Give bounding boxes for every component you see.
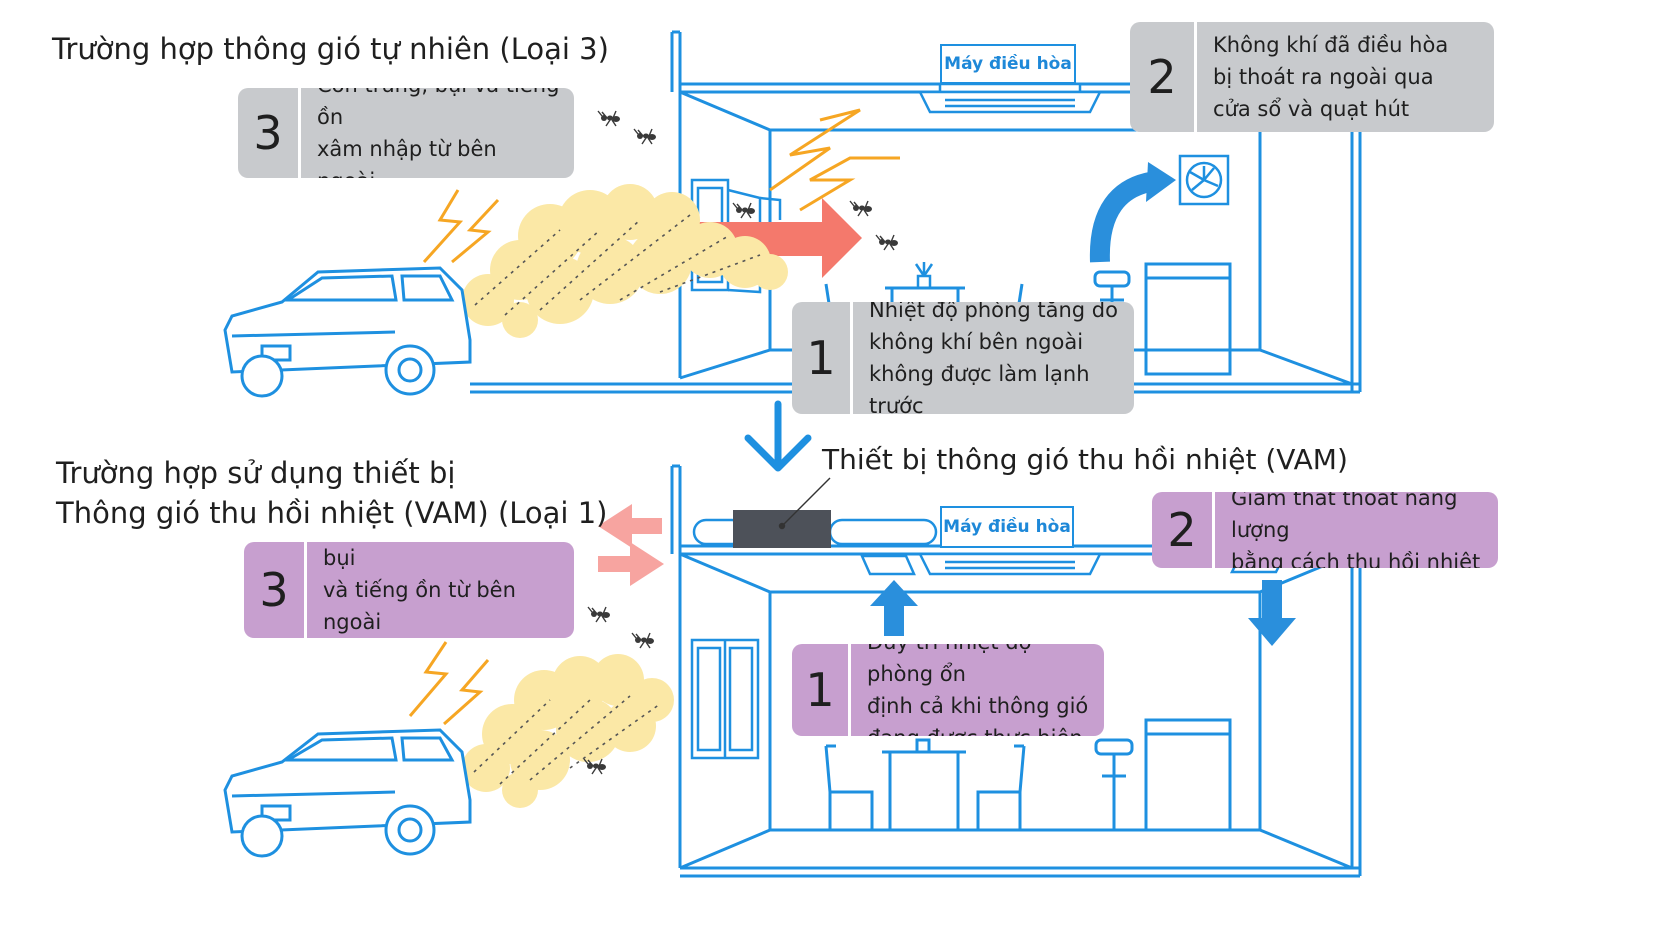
table-icon — [882, 738, 966, 830]
bottom-callout-3: 3 Ngăn côn trùng, khói bụi và tiếng ồn t… — [244, 542, 574, 638]
top-callout-1: 1 Nhiệt độ phòng tăng do không khí bên n… — [792, 302, 1134, 414]
dust-cloud-icon — [462, 184, 788, 338]
top-callout-2: 2 Không khí đã điều hòa bị thoát ra ngoà… — [1130, 22, 1494, 132]
top-ac-label: Máy điều hòa — [940, 44, 1076, 84]
car-icon — [223, 266, 472, 398]
cabinet-icon — [1144, 718, 1232, 832]
window-icon — [690, 638, 760, 760]
air-conditioner-icon — [917, 82, 1103, 114]
vam-duct — [692, 518, 938, 546]
vam-device-label: Thiết bị thông gió thu hồi nhiệt (VAM) — [822, 443, 1348, 476]
exhaust-fan-icon — [1178, 154, 1230, 206]
cabinet-icon — [1144, 262, 1232, 376]
exhaust-air-arrow — [1248, 580, 1296, 646]
transition-arrow — [744, 400, 812, 472]
bottom-callout-2: 2 Giảm thất thoát năng lượng bằng cách t… — [1152, 492, 1498, 568]
callout-text: Giảm thất thoát năng lượng bằng cách thu… — [1231, 492, 1481, 568]
dust-cloud-icon — [462, 654, 674, 808]
air-exchange-arrows — [598, 504, 664, 586]
callout-text: Không khí đã điều hòa bị thoát ra ngoài … — [1213, 33, 1449, 121]
supply-air-arrow — [870, 580, 918, 636]
callout-text: Côn trùng, bụi và tiếng ồn xâm nhập từ b… — [317, 88, 559, 178]
exhaust-flow-arrow — [1089, 162, 1176, 263]
stool-icon — [1094, 738, 1134, 832]
device-pointer-line — [778, 477, 831, 530]
air-conditioner-icon — [917, 552, 1103, 576]
callout-number: 2 — [1130, 22, 1197, 132]
lightning-icon — [408, 641, 490, 726]
callout-number: 3 — [244, 542, 307, 638]
callout-text: Nhiệt độ phòng tăng do không khí bên ngo… — [869, 302, 1118, 414]
top-callout-3: 3 Côn trùng, bụi và tiếng ồn xâm nhập từ… — [238, 88, 574, 178]
plant-icon — [914, 262, 934, 290]
car-icon — [223, 728, 472, 858]
callout-number: 1 — [792, 644, 851, 736]
dust-particles — [474, 214, 761, 316]
callout-text: Duy trì nhiệt độ phòng ổn định cả khi th… — [867, 644, 1089, 736]
bottom-callout-1: 1 Duy trì nhiệt độ phòng ổn định cả khi … — [792, 644, 1104, 736]
top-scenario-heading: Trường hợp thông gió tự nhiên (Loại 3) — [52, 32, 609, 66]
callout-text: Ngăn côn trùng, khói bụi và tiếng ồn từ … — [323, 546, 516, 634]
bottom-scenario-heading-line2: Thông gió thu hồi nhiệt (VAM) (Loại 1) — [56, 496, 608, 530]
lightning-icon — [422, 108, 900, 264]
bottom-ac-label: Máy điều hòa — [940, 506, 1074, 548]
callout-number: 1 — [792, 302, 853, 414]
chair-icon — [824, 744, 1026, 830]
callout-number: 3 — [238, 88, 301, 178]
callout-number: 2 — [1152, 492, 1215, 568]
outside-air-arrow — [698, 198, 862, 278]
bottom-scenario-heading-line1: Trường hợp sử dụng thiết bị — [56, 456, 456, 490]
